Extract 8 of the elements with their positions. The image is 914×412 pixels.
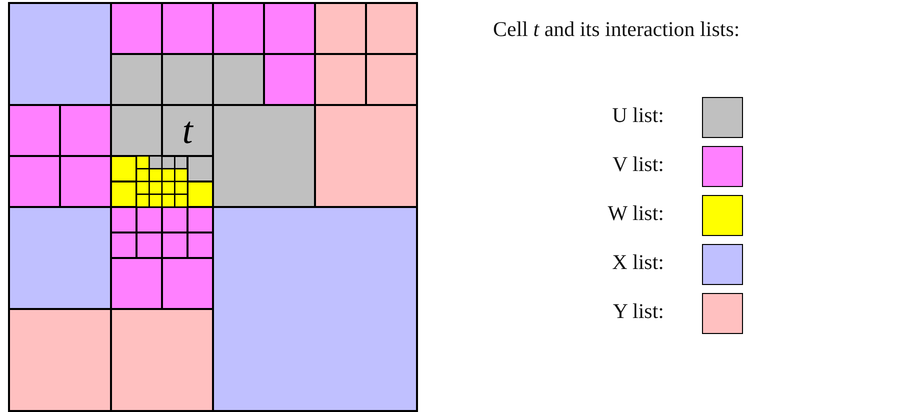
legend-label: W list: <box>608 201 664 226</box>
legend-label: X list: <box>612 250 664 275</box>
legend-title: Cell t and its interaction lists: <box>493 17 740 42</box>
legend-label: V list: <box>612 152 664 177</box>
legend-label: Y list: <box>612 299 664 324</box>
legend-label: U list: <box>612 103 664 128</box>
target-cell <box>161 104 214 157</box>
cell-label: t <box>182 112 193 150</box>
